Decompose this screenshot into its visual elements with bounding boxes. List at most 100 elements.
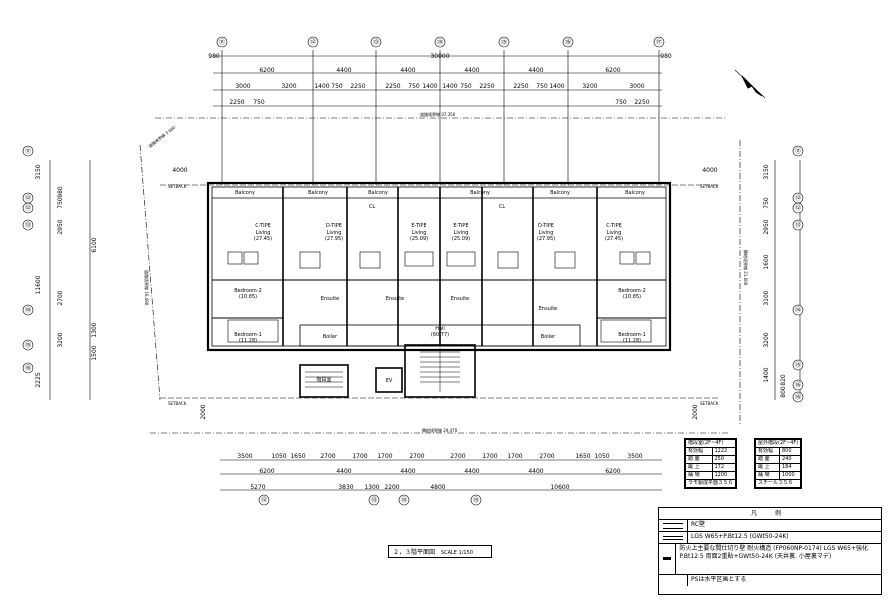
dim-overall: 30000 [430, 53, 449, 60]
grid-label-left-3: ⑫ [25, 204, 31, 212]
fire-wall-symbol-icon [659, 544, 677, 574]
spec-right-v3: 184 [778, 463, 802, 472]
setback-right-bottom: SETBACK [700, 401, 719, 406]
dim-top-r3-3: 750 [615, 99, 627, 106]
setback-left-top: SETBACK [168, 184, 187, 189]
dim-bot-r1-2: 1050 [271, 453, 286, 460]
spec-left-v2: 250 [711, 455, 737, 464]
unit-1-type: C-TIPE [255, 223, 271, 229]
grid-label-top-1: ⑪ [219, 38, 225, 46]
spec-right-v1: 800 [778, 447, 802, 456]
balcony-3: Balcony [368, 190, 388, 196]
dim-top-r2-16: 3000 [629, 83, 644, 90]
grid-label-right-8: ⑯ [795, 393, 801, 401]
spec-right-v4: 1000 [778, 471, 802, 480]
spec-right-foot: スチール３５６ [754, 479, 802, 488]
rc-wall-symbol-icon [659, 520, 688, 531]
dim-bot-r3-1: 5270 [250, 484, 265, 491]
dim-bot-r2-1: 6200 [259, 468, 274, 475]
grid-label-right-7: ⑯ [795, 381, 801, 389]
grid-label-right-3: ⑫ [795, 204, 801, 212]
dim-bot-r1-1: 3500 [237, 453, 252, 460]
grid-label-bottom-1: ⑫ [261, 496, 267, 504]
legend-item-rc: RC壁 [691, 521, 706, 528]
dim-right-10: 4000 [702, 167, 717, 174]
grid-label-left-2: ⑫ [25, 194, 31, 202]
dim-left-2: 980 [57, 186, 64, 198]
dim-bot-r3-4: 2200 [384, 484, 399, 491]
dim-top-r2-3: 1400 [314, 83, 329, 90]
road-right-label: 隣地境界線 21.000 [743, 250, 749, 286]
spec-left-title: 階段室(2F~4F) [684, 439, 737, 448]
ev-label: EV [386, 378, 393, 384]
bedroom2-right-area: (10.85) [623, 294, 641, 300]
dim-bot-r1-7: 2700 [409, 453, 424, 460]
dim-top-r2-14: 1400 [549, 83, 564, 90]
unit-5-area: (27.95) [537, 236, 555, 242]
spec-right-k2: 踏 面 [755, 455, 780, 464]
dim-right-8: 800 [780, 386, 787, 398]
dim-top-r3-1: 2250 [229, 99, 244, 106]
unit-6-type: C-TIPE [606, 223, 622, 229]
dim-right-1: 3150 [763, 164, 770, 179]
dim-bot-r2-5: 4400 [528, 468, 543, 475]
dim-left-9: 3200 [57, 332, 64, 347]
balcony-4: Balcony [470, 190, 490, 196]
dim-bot-r3-6: 10600 [550, 484, 569, 491]
dim-bot-r1-9: 1700 [482, 453, 497, 460]
bedroom2-left-area: (10.85) [239, 294, 257, 300]
grid-label-right-1: ⑪ [795, 147, 801, 155]
boiler-left: Boiler [323, 334, 338, 340]
unit-5-living: Living [539, 230, 554, 236]
cl-2: CL [499, 204, 505, 210]
dim-top-r1-2: 4400 [336, 67, 351, 74]
spec-left-v3: 172 [711, 463, 737, 472]
ensuite-4: Ensuite [539, 306, 558, 312]
spec-right-title: 屋外階段(2F~4F) [754, 439, 802, 448]
spec-right-k3: 蹴 上 [755, 463, 780, 472]
balcony-6: Balcony [625, 190, 645, 196]
bedroom2-left: Bedroom-2 [234, 288, 262, 294]
grid-label-left-5: ⑭ [25, 306, 31, 314]
north-arrow-icon [734, 69, 766, 99]
dim-edge-right: 980 [660, 53, 672, 60]
spec-left-v1: 1222 [711, 447, 737, 456]
unit-6-living: Living [607, 230, 622, 236]
dim-top-r3-2: 750 [253, 99, 265, 106]
legend-box: 凡 例 RC壁 LGS W65+P.Bt12.5 (GWt50-24K) 防火上… [658, 507, 882, 595]
dim-top-r1-4: 4400 [464, 67, 479, 74]
dim-top-r2-10: 750 [460, 83, 472, 90]
dim-top-r1-6: 6200 [605, 67, 620, 74]
spec-right-k4: 踊 場 [755, 471, 780, 480]
dim-top-r2-4: 750 [331, 83, 343, 90]
unit-2-area: (27.95) [325, 236, 343, 242]
unit-5-type: D-TIPE [538, 223, 554, 229]
dim-top-r2-7: 750 [408, 83, 420, 90]
grid-label-right-4: ⑬ [795, 221, 801, 229]
dim-left-13: 2000 [200, 404, 207, 419]
spec-left-k4: 踊 場 [685, 471, 713, 480]
unit-2-type: D-TIPE [326, 223, 342, 229]
grid-label-bottom-4: ⑮ [473, 496, 479, 504]
dim-top-r2-8: 1400 [422, 83, 437, 90]
dim-bot-r1-14: 3500 [627, 453, 642, 460]
setback-left-bottom: SETBACK [168, 401, 187, 406]
bedroom1-right-area: (11.28) [623, 338, 641, 344]
spec-left-k1: 有効幅 [685, 447, 713, 456]
dim-bot-r1-3: 1650 [290, 453, 305, 460]
grid-label-top-3: ⑬ [373, 38, 379, 46]
unit-4-living: Living [454, 230, 469, 236]
unit-1-area: (27.45) [254, 236, 272, 242]
dim-bot-r1-8: 2700 [450, 453, 465, 460]
dim-bot-r2-4: 4400 [464, 468, 479, 475]
dim-top-r2-11: 2250 [479, 83, 494, 90]
grid-label-left-7: ⑯ [25, 364, 31, 372]
unit-1-living: Living [256, 230, 271, 236]
dim-top-r2-9: 1400 [442, 83, 457, 90]
dim-left-5: 6100 [91, 237, 98, 252]
dim-left-6: 11600 [35, 275, 42, 294]
dim-left-8: 1300 [91, 322, 98, 337]
dim-edge-left: 980 [208, 53, 220, 60]
drawing-title-box: ２，３階平面図 SCALE 1/150 [388, 545, 492, 558]
spec-left-k3: 蹴 上 [685, 463, 713, 472]
